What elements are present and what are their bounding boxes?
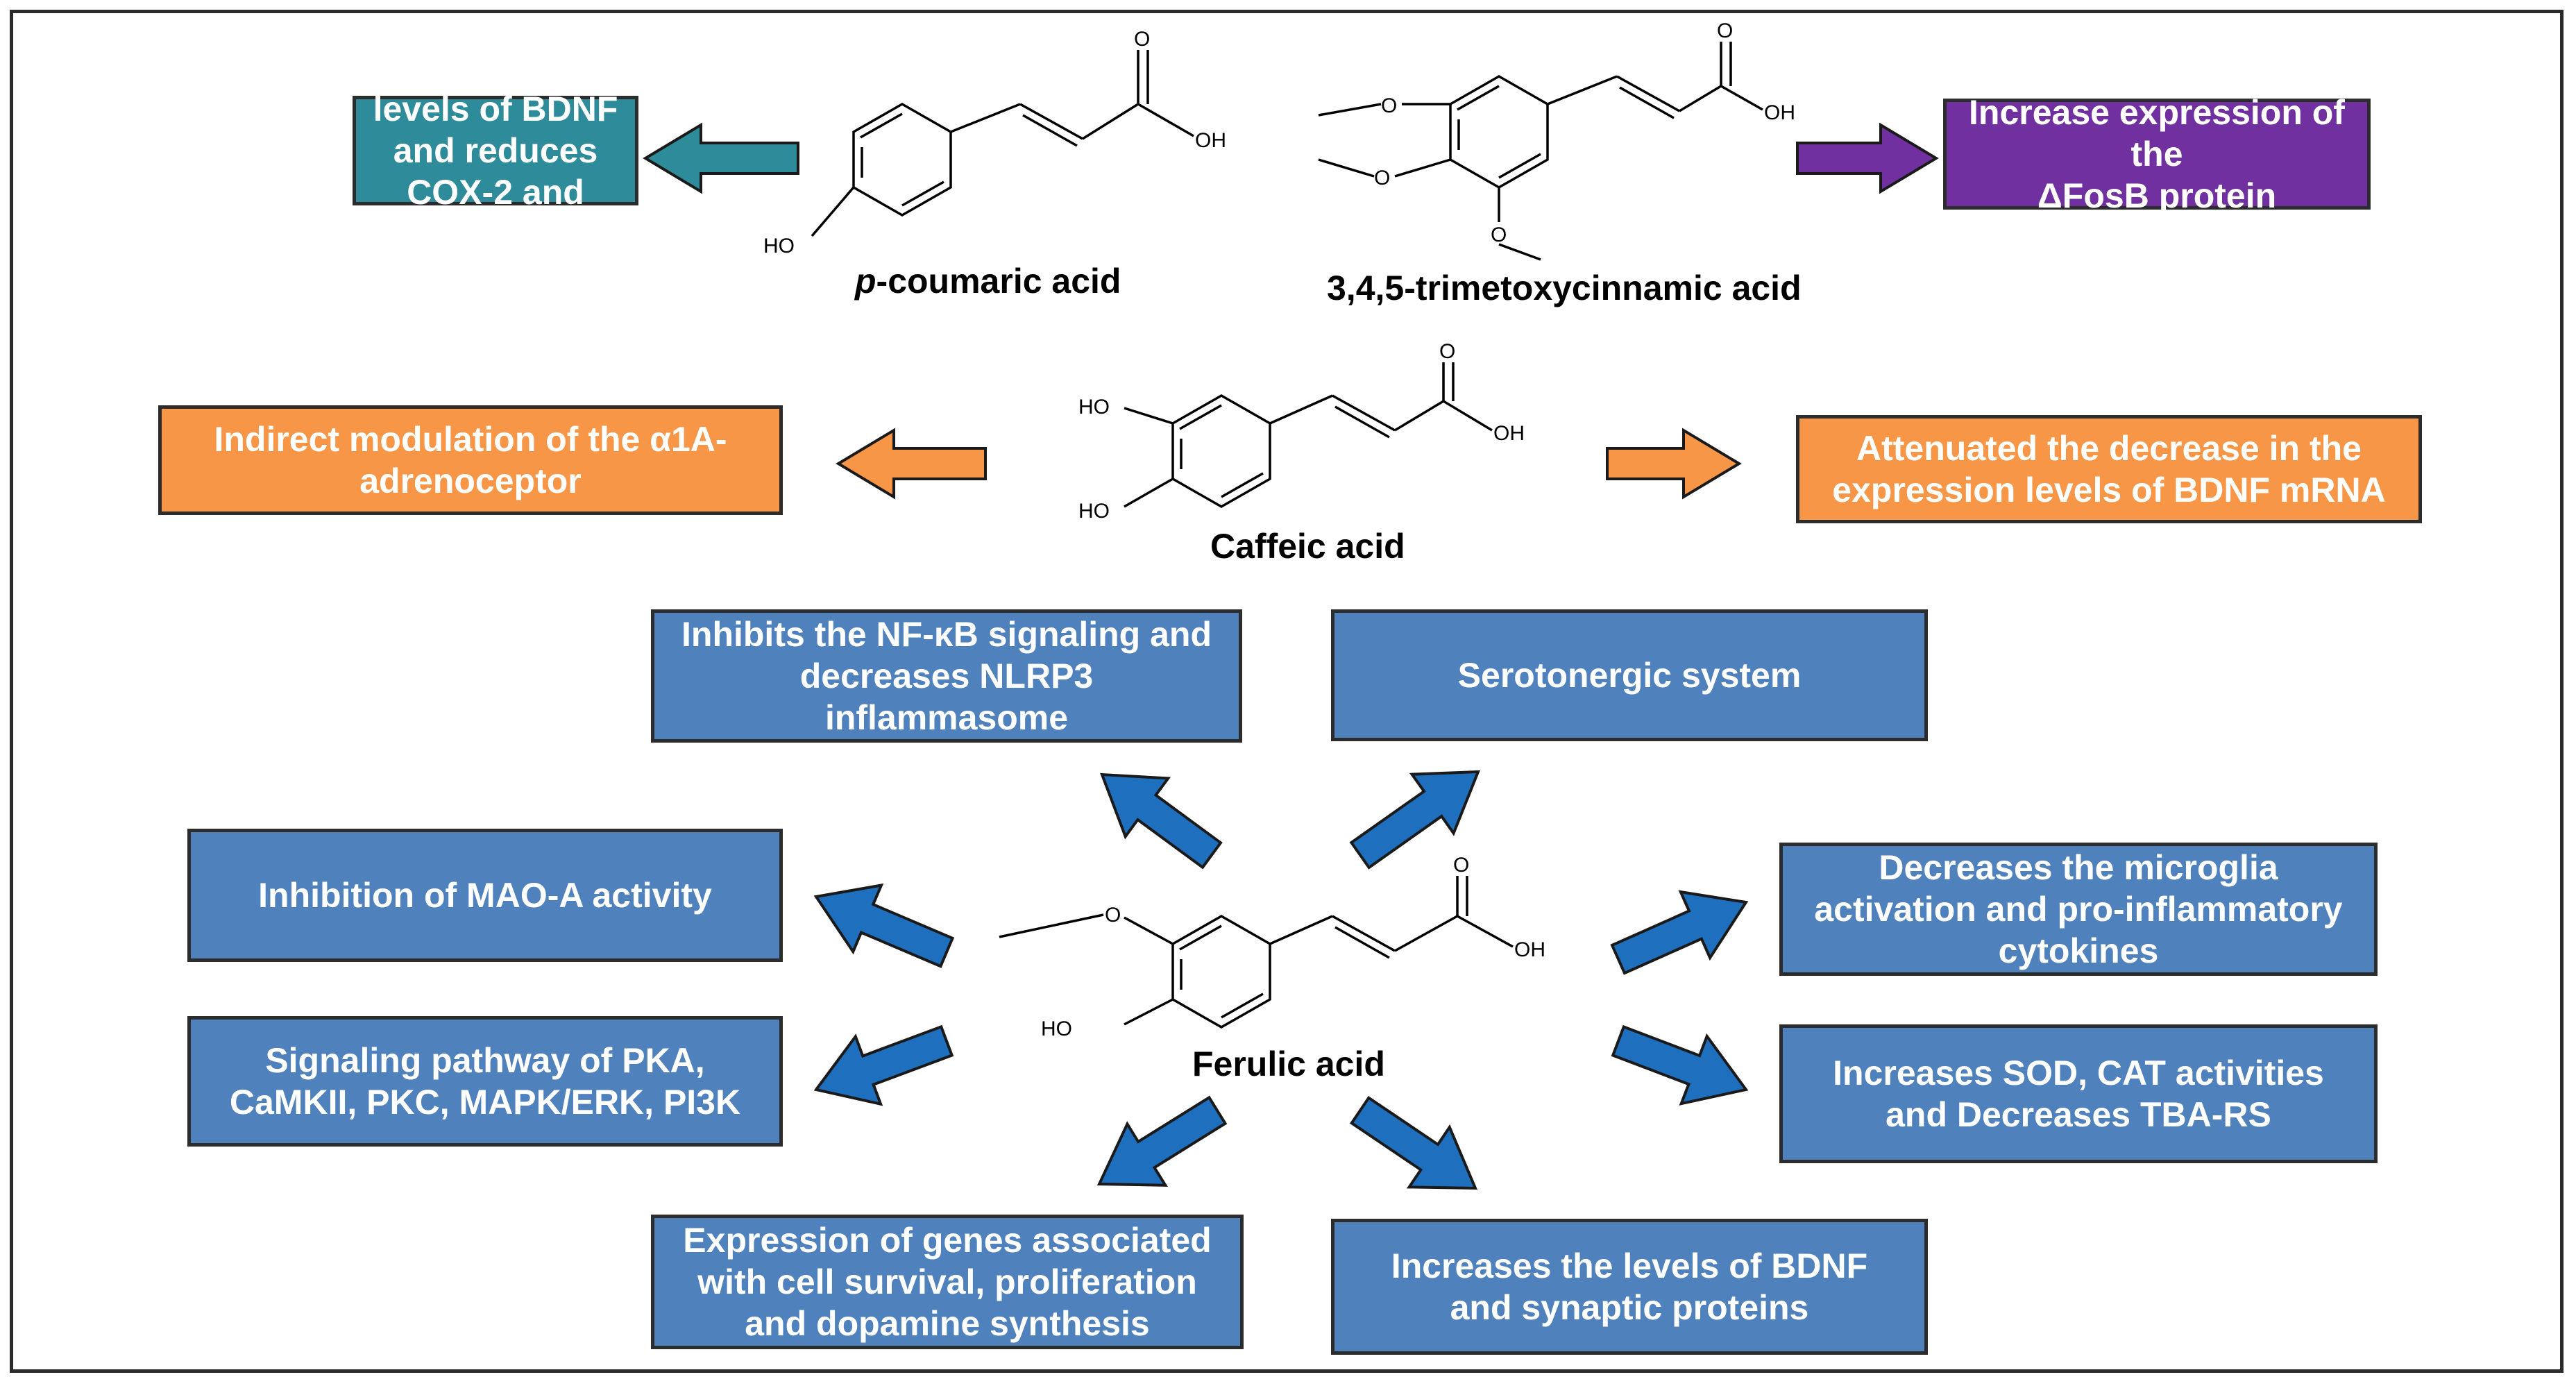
caffeic-ho2-label: HO	[1078, 500, 1110, 523]
p-coumaric-name: -coumaric acid	[876, 262, 1121, 301]
arrow-to-genes	[1096, 1095, 1228, 1187]
genes-effect-box: Expression of genes associated with cell…	[651, 1215, 1244, 1349]
caffeic-ho1-label: HO	[1078, 396, 1110, 419]
caffeic-oxo-label: O	[1439, 340, 1455, 363]
ferulic-oxo-label: O	[1453, 854, 1469, 877]
arrow-trimethoxy	[1796, 122, 1939, 194]
caffeic-structure	[1124, 362, 1493, 509]
arrow-to-microglia	[1610, 890, 1749, 975]
ferulic-caption: Ferulic acid	[1192, 1045, 1385, 1083]
ferulic-structure	[999, 876, 1514, 1029]
trimethoxy-o1-label: O	[1381, 94, 1397, 117]
caffeic-right-effect-box: Attenuated the decrease in the expressio…	[1796, 415, 2422, 523]
diagram-frame	[10, 10, 2564, 1373]
trimethoxy-structure	[1318, 42, 1763, 261]
arrow-to-mao	[813, 883, 955, 968]
caffeic-caption: Caffeic acid	[1210, 527, 1405, 566]
trimethoxy-oh-label: OH	[1764, 101, 1795, 124]
arrow-to-sod	[1611, 1024, 1749, 1106]
bdnf-synaptic-effect-box: Increases the levels of BDNF and synapti…	[1331, 1219, 1928, 1355]
microglia-effect-box: Decreases the microglia activation and p…	[1779, 843, 2378, 976]
arrow-to-bdnf-synaptic	[1349, 1096, 1478, 1190]
trimethoxy-o3-label: O	[1491, 223, 1507, 246]
arrow-p-coumaric	[643, 122, 799, 194]
trimethoxy-oxo-label: O	[1717, 19, 1733, 42]
p-coumaric-prefix: p	[855, 262, 876, 301]
pka-effect-box: Signaling pathway of PKA, CaMKII, PKC, M…	[187, 1016, 783, 1147]
p-coumaric-ho-label: HO	[763, 235, 795, 257]
trimethoxy-caption: 3,4,5-trimetoxycinnamic acid	[1327, 269, 1802, 307]
trimethoxy-effect-box: Increase expression of the ΔFosB protein	[1943, 93, 2371, 215]
caffeic-left-effect-box: Indirect modulation of the α1A- adrenoce…	[158, 405, 783, 515]
arrow-caffeic-left	[836, 428, 987, 500]
p-coumaric-oxo-label: O	[1134, 28, 1150, 51]
p-coumaric-caption: p-coumaric acid	[855, 261, 1121, 301]
nfkb-effect-box: Inhibits the NF-κB signaling and decreas…	[651, 609, 1242, 743]
mao-effect-box: Inhibition of MAO-A activity	[187, 829, 783, 962]
caffeic-oh-label: OH	[1493, 422, 1525, 445]
arrow-caffeic-right	[1606, 428, 1742, 500]
serotonergic-effect-box: Serotonergic system	[1331, 609, 1928, 741]
sod-effect-box: Increases SOD, CAT activities and Decrea…	[1779, 1024, 2378, 1163]
ferulic-ho-label: HO	[1041, 1017, 1072, 1040]
p-coumaric-structure	[811, 50, 1194, 237]
arrow-to-nfkb	[1100, 772, 1223, 870]
trimethoxy-o2-label: O	[1374, 167, 1390, 189]
arrow-to-serotonergic	[1349, 770, 1480, 870]
ferulic-oh-label: OH	[1514, 938, 1545, 961]
ferulic-o-label: O	[1105, 904, 1121, 927]
p-coumaric-oh-label: OH	[1195, 129, 1226, 152]
arrow-to-pka	[813, 1024, 954, 1106]
